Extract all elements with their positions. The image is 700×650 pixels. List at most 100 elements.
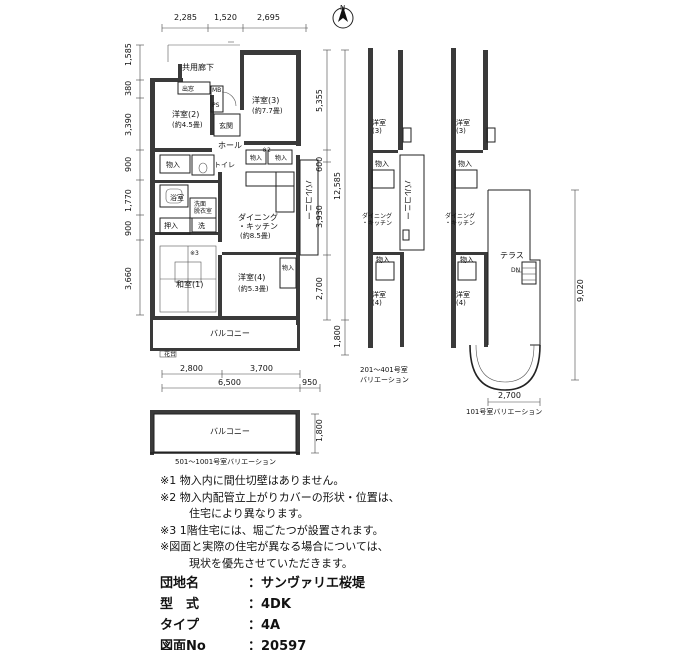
dim-bottom-2: 3,700 <box>250 364 273 373</box>
top-dimensions: 2,285 1,520 2,695 <box>161 13 308 32</box>
dim-left-3: 3,390 <box>124 113 133 136</box>
info-name-label: 団地名 <box>160 576 200 591</box>
note-1: ※1 物入内に間仕切壁はありません。 <box>160 474 345 487</box>
dim-left-1: 1,585 <box>124 43 133 66</box>
dim-right-2: 600 <box>315 157 324 172</box>
dim-bottom-1: 2,800 <box>180 364 203 373</box>
label-washitsu: 和室(1) <box>176 279 203 289</box>
info-drawing-label: 図面No <box>160 639 206 650</box>
note-4: ※図面と実際の住宅が異なる場合については、 <box>160 540 389 553</box>
var201-dk: ダイニング・キッチン <box>362 212 392 227</box>
info-type-label: 型 式 <box>160 597 200 612</box>
dim-left-7: 3,660 <box>124 267 133 290</box>
right-dimensions: 5,355 600 12,585 3,930 2,700 1,800 <box>315 49 349 356</box>
label-hall: ホール <box>218 141 242 150</box>
var201-western4: 洋室(4) <box>372 290 386 307</box>
var101-western3: 洋室(3) <box>456 118 470 135</box>
label-storage-b: 物入 <box>250 154 262 162</box>
var501-dim: 1,800 <box>315 419 324 442</box>
label-wash: 洗 <box>198 221 205 230</box>
label-balcony-side: バルコニー <box>304 180 313 220</box>
label-oshiire: 押入 <box>164 221 178 230</box>
label-mb: MB <box>212 87 221 94</box>
dim-left-5: 1,770 <box>124 189 133 212</box>
info-row-type: 型 式 ： 4DK <box>160 594 540 615</box>
property-info: 団地名 ： サンヴァリエ桜堤 型 式 ： 4DK タイプ ： 4A 図面No ：… <box>160 573 540 650</box>
var501-caption: 501〜1001号室バリエーション <box>175 457 276 466</box>
note-4-cont: 現状を優先させていただきます。 <box>189 556 353 570</box>
dim-right-3: 12,585 <box>333 172 342 200</box>
label-western3-size: (約7.7畳) <box>252 106 283 115</box>
notes-block: ※1 物入内に間仕切壁はありません。 ※2 物入内配管立上がりカバーの形状・位置… <box>160 473 680 572</box>
info-row-typeno: タイプ ： 4A <box>160 615 540 636</box>
variation-201-plan: 洋室(3) 物入 バルコニー ダイニング・キッチン 物入 洋室(4) 201〜4… <box>360 48 425 384</box>
info-row-name: 団地名 ： サンヴァリエ桜堤 <box>160 573 540 594</box>
dim-right-5: 2,700 <box>315 277 324 300</box>
info-name-value: サンヴァリエ桜堤 <box>261 576 366 591</box>
label-storage-c: 物入 <box>275 154 287 162</box>
label-storage-a: 物入 <box>166 160 180 169</box>
var101-terrace: テラス <box>500 251 524 260</box>
label-note2: ※2 <box>262 147 271 154</box>
info-row-drawing: 図面No ： 20597 <box>160 636 540 650</box>
label-note3: ※3 <box>190 250 199 257</box>
label-ps: PS <box>212 102 220 109</box>
label-western4-size: (約5.3畳) <box>238 284 269 293</box>
dim-bottom-4: 950 <box>302 378 317 387</box>
info-type-value: 4DK <box>261 597 291 612</box>
note-3: ※3 1階住宅には、堀ごたつが設置されます。 <box>160 523 384 537</box>
var101-dn: DN <box>511 267 520 274</box>
var101-caption: 101号室バリエーション <box>466 407 542 416</box>
dim-top-3: 2,695 <box>257 13 280 22</box>
var101-dim-width: 2,700 <box>498 391 521 400</box>
info-colon: ： <box>248 576 262 591</box>
dim-left-2: 380 <box>124 81 133 96</box>
north-label: N <box>340 4 345 12</box>
info-colon: ： <box>248 597 262 612</box>
var201-storage-mid: 物入 <box>376 255 390 264</box>
label-entrance-storage: 出窓 <box>182 85 194 93</box>
north-arrow-icon: N <box>332 4 354 29</box>
dim-bottom-3: 6,500 <box>218 378 241 387</box>
label-western2-size: (約4.5畳) <box>172 120 203 129</box>
label-corridor: 共用廊下 <box>182 62 214 72</box>
dim-right-6: 1,800 <box>333 325 342 348</box>
label-bath: 浴室 <box>170 193 184 202</box>
var101-dim-height: 9,020 <box>576 279 585 302</box>
label-western4: 洋室(4) <box>238 272 265 282</box>
var201-caption-2: バリエーション <box>360 376 409 384</box>
dim-left-4: 900 <box>124 157 133 172</box>
var201-storage-top: 物入 <box>375 159 389 168</box>
dim-left-6: 900 <box>124 221 133 236</box>
label-washroom: 洗面脱衣室 <box>194 200 212 215</box>
label-entrance: 玄関 <box>219 121 233 130</box>
info-colon: ： <box>248 639 262 650</box>
var101-western4: 洋室(4) <box>456 290 470 307</box>
info-colon: ： <box>248 618 262 633</box>
main-plan-details <box>159 41 319 358</box>
label-toilet: トイレ <box>214 161 235 169</box>
label-storage-d: 物入 <box>282 264 294 272</box>
var101-storage-top: 物入 <box>458 159 472 168</box>
dim-right-1: 5,355 <box>315 89 324 112</box>
variation-101-plan: 9,020 2,700 洋室(3) 物入 ダイニング・キッチン テラス DN 物… <box>445 48 585 416</box>
var201-balcony: バルコニー <box>403 180 412 220</box>
label-dk: ダイニング・キッチン <box>238 212 278 231</box>
var101-storage-mid: 物入 <box>460 255 474 264</box>
info-drawing-value: 20597 <box>261 639 307 650</box>
var201-western3: 洋室(3) <box>372 118 386 135</box>
variation-501-plan: 1,800 バルコニー 501〜1001号室バリエーション <box>150 410 324 466</box>
note-2-cont: 住宅により異なります。 <box>189 507 309 520</box>
dim-right-4: 3,930 <box>315 205 324 228</box>
var101-dk: ダイニング・キッチン <box>445 212 475 227</box>
label-western3: 洋室(3) <box>252 95 279 105</box>
info-typeno-label: タイプ <box>160 618 200 633</box>
note-2: ※2 物入内配管立上がりカバーの形状・位置は、 <box>160 490 400 504</box>
dim-top-2: 1,520 <box>214 13 237 22</box>
label-dk-size: (約8.5畳) <box>240 231 271 240</box>
label-balcony: バルコニー <box>210 329 250 338</box>
var201-caption-1: 201〜401号室 <box>360 365 408 374</box>
info-typeno-value: 4A <box>261 618 281 633</box>
